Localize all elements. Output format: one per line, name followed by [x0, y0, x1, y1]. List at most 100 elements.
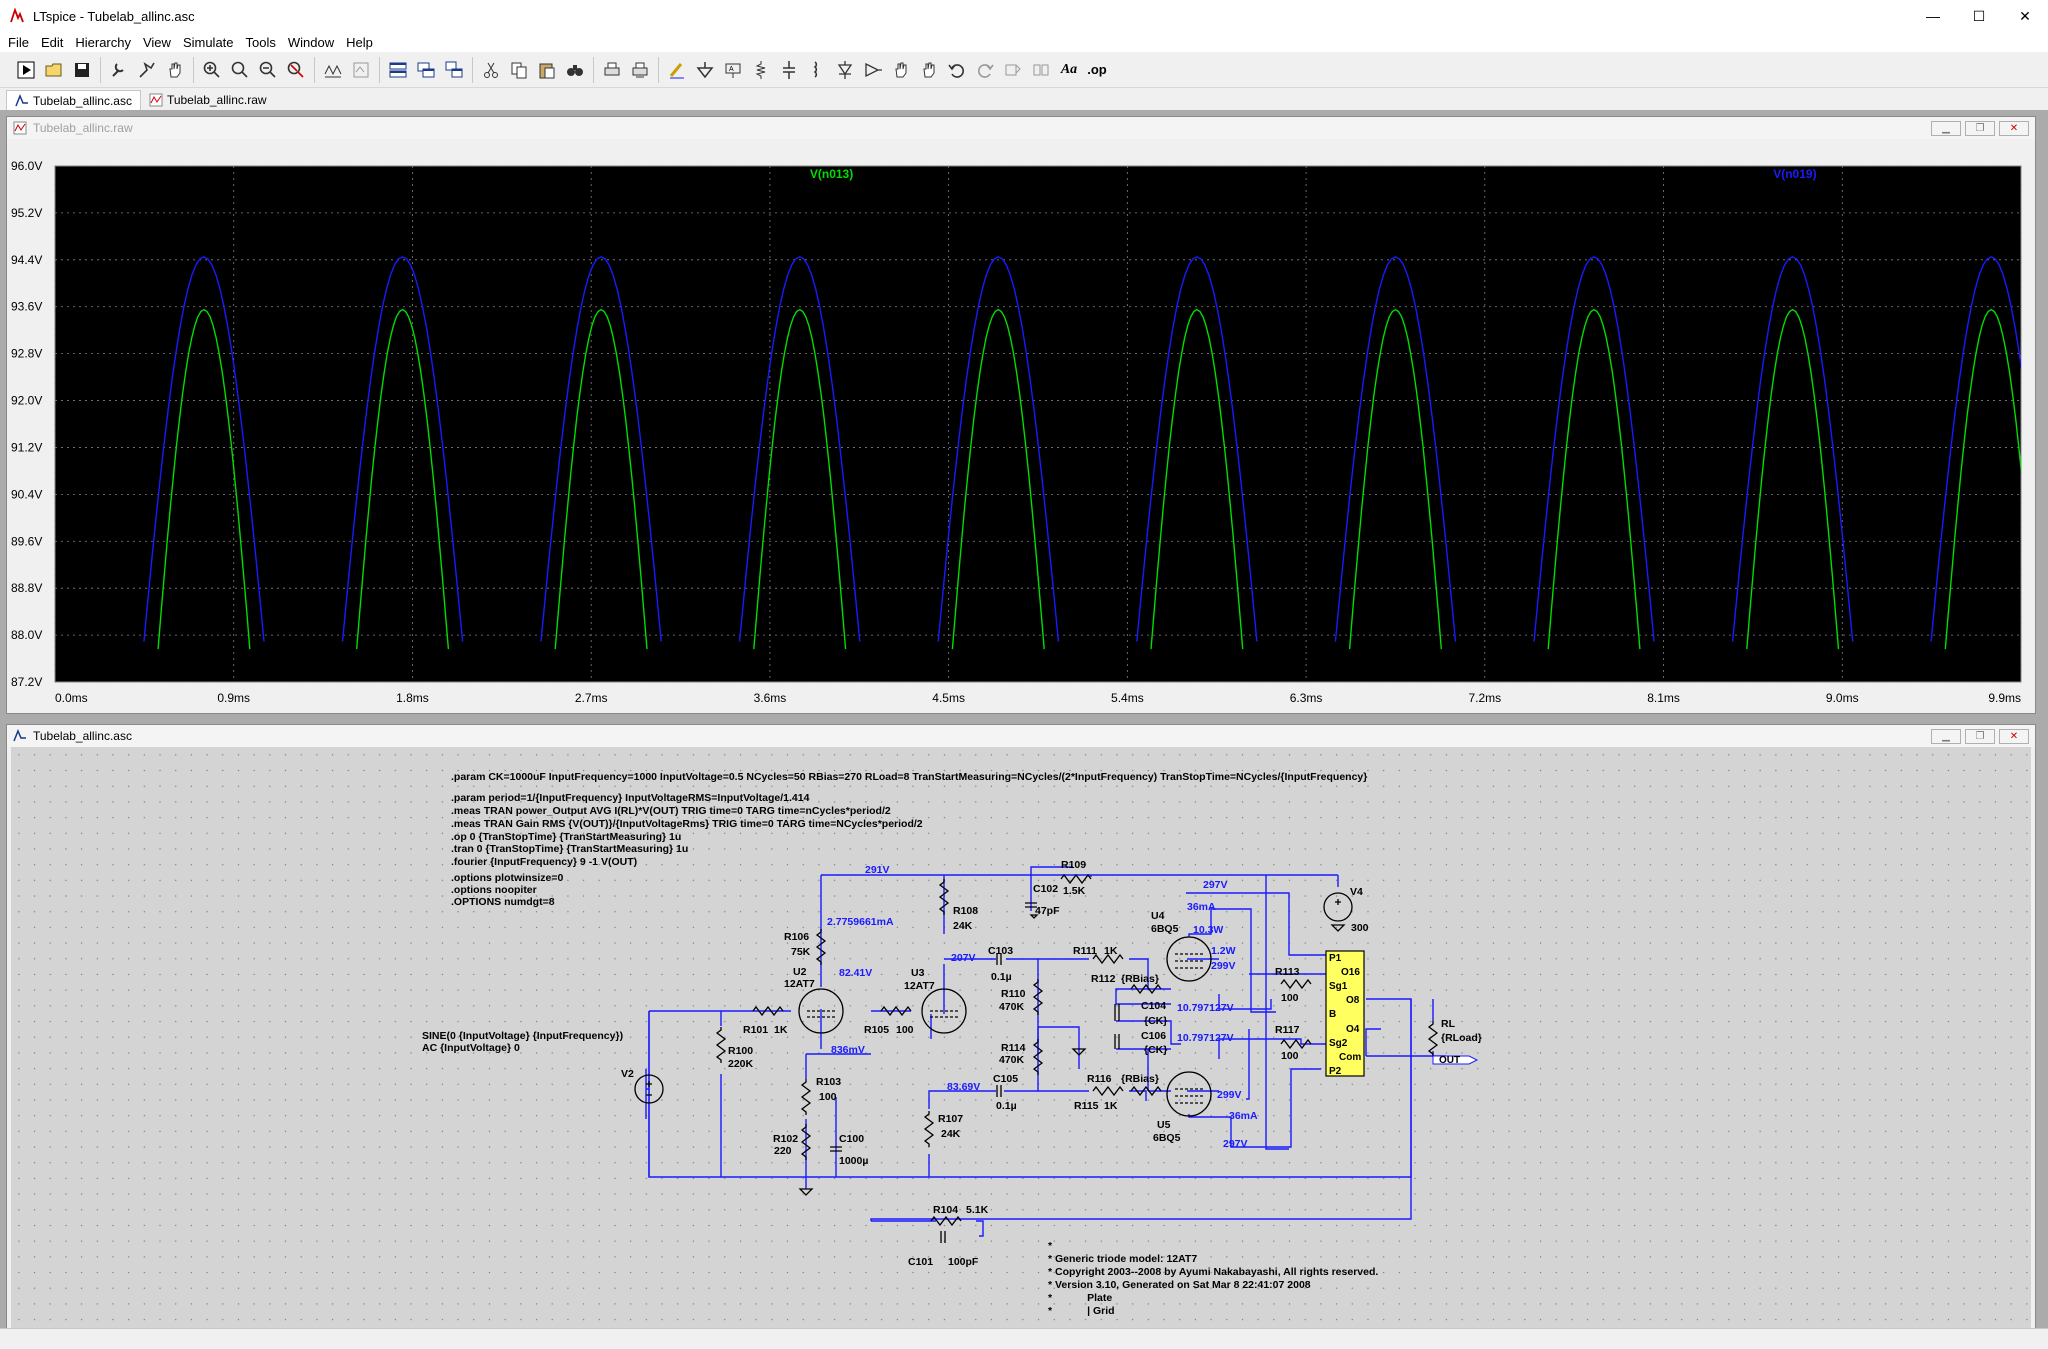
menu-tools[interactable]: Tools — [245, 34, 276, 50]
save-icon[interactable] — [68, 56, 96, 84]
capacitor-icon[interactable] — [775, 56, 803, 84]
directive-param-1[interactable]: .param CK=1000uF InputFrequency=1000 Inp… — [451, 771, 1367, 783]
toolbar-separator — [100, 56, 101, 83]
directive-options-3[interactable]: .OPTIONS numdgt=8 — [451, 896, 555, 908]
comment-line-6: * | Grid — [1048, 1305, 1115, 1317]
undo-icon[interactable] — [943, 56, 971, 84]
spice-directive-icon[interactable]: .op — [1083, 56, 1111, 84]
directive-tran[interactable]: .tran 0 {TranStopTime} {TranStartMeasuri… — [451, 843, 688, 855]
child-restore-button[interactable]: ❐ — [1965, 729, 1995, 744]
directive-meas-power[interactable]: .meas TRAN power_Output AVG I(RL)*V(OUT)… — [451, 805, 891, 817]
component-icon[interactable] — [859, 56, 887, 84]
cascade-icon[interactable] — [440, 56, 468, 84]
waveform-plot[interactable]: 96.0V95.2V94.4V93.6V92.8V92.0V91.2V90.4V… — [7, 139, 2035, 713]
child-close-button[interactable]: ✕ — [1999, 729, 2029, 744]
tile-vertical-icon[interactable] — [412, 56, 440, 84]
diode-icon[interactable] — [831, 56, 859, 84]
resistor-R100 — [715, 1027, 727, 1063]
value-C104: {CK} — [1144, 1015, 1167, 1027]
source-ac-text[interactable]: AC {InputVoltage} 0 — [422, 1042, 520, 1054]
directive-fourier[interactable]: .fourier {InputFrequency} 9 -1 V(OUT) — [451, 856, 637, 868]
menu-window[interactable]: Window — [287, 34, 335, 50]
directive-options-2[interactable]: .options noopiter — [451, 884, 537, 896]
text-icon[interactable]: Aa — [1055, 56, 1083, 84]
close-button[interactable]: ✕ — [2019, 7, 2031, 24]
node-36mA-bottom: 36mA — [1229, 1110, 1258, 1122]
pan-hand-icon[interactable] — [161, 56, 189, 84]
toolbar: A Aa .op — [0, 52, 2048, 88]
model-comment[interactable]: * * Generic triode model: 12AT7 * Copyri… — [1048, 1240, 1378, 1317]
output-transformer[interactable] — [1325, 950, 1365, 1077]
trace-label-vn019[interactable]: V(n019) — [1773, 167, 1816, 181]
trace-visibility-icon[interactable] — [347, 56, 375, 84]
plot-background[interactable] — [54, 165, 2022, 683]
open-icon[interactable] — [40, 56, 68, 84]
resistor-icon[interactable] — [747, 56, 775, 84]
comment-line-2: * Generic triode model: 12AT7 — [1048, 1253, 1197, 1265]
component-labels: R109 1.5K C102 47pF R108 24K R106 75K U2… — [621, 859, 1482, 1268]
menu-help[interactable]: Help — [346, 34, 373, 50]
print-setup-icon[interactable] — [626, 56, 654, 84]
trace-vn013[interactable] — [157, 308, 2035, 650]
print-icon[interactable] — [598, 56, 626, 84]
redo-icon[interactable] — [971, 56, 999, 84]
find-icon[interactable] — [561, 56, 589, 84]
net-label-icon[interactable]: A — [719, 56, 747, 84]
directive-options-1[interactable]: .options plotwinsize=0 — [451, 872, 563, 884]
drag-icon[interactable] — [915, 56, 943, 84]
zoom-area-icon[interactable] — [226, 56, 254, 84]
zoom-out-icon[interactable] — [254, 56, 282, 84]
x-tick-label: 7.2ms — [1468, 691, 1501, 705]
minimize-button[interactable]: — — [1926, 8, 1940, 24]
paste-icon[interactable] — [533, 56, 561, 84]
menu-file[interactable]: File — [8, 34, 29, 50]
value-R110: 470K — [999, 1001, 1025, 1013]
ground-icon[interactable] — [691, 56, 719, 84]
child-minimize-button[interactable]: ▁ — [1931, 121, 1961, 136]
out-net-flag[interactable] — [1432, 1055, 1479, 1065]
value-R111: 1K — [1104, 945, 1118, 957]
child-restore-button[interactable]: ❐ — [1965, 121, 1995, 136]
autorange-icon[interactable] — [319, 56, 347, 84]
move-icon[interactable] — [887, 56, 915, 84]
copy-icon[interactable] — [505, 56, 533, 84]
menu-simulate[interactable]: Simulate — [182, 34, 234, 50]
menu-view[interactable]: View — [142, 34, 171, 50]
inductor-icon[interactable] — [803, 56, 831, 84]
resistor-R114 — [1032, 1039, 1044, 1075]
tab-schematic[interactable]: Tubelab_allinc.asc — [6, 90, 141, 110]
mirror-icon[interactable] — [1027, 56, 1055, 84]
zoom-in-icon[interactable] — [198, 56, 226, 84]
maximize-button[interactable]: ☐ — [1972, 7, 1986, 24]
schematic-canvas[interactable]: P1 O16 Sg1 O8 B O4 Sg2 Com P2 OUT .param… — [11, 747, 2031, 1331]
probe-icon[interactable] — [133, 56, 161, 84]
directive-param-2[interactable]: .param period=1/{InputFrequency} InputVo… — [451, 792, 810, 804]
directive-meas-gain[interactable]: .meas TRAN Gain RMS {V(OUT)}/{InputVolta… — [451, 818, 923, 830]
directive-op[interactable]: .op 0 {TranStopTime} {TranStartMeasuring… — [451, 831, 681, 843]
trace-label-vn013[interactable]: V(n013) — [810, 167, 853, 181]
x-tick-label: 0.0ms — [55, 691, 88, 705]
source-sine-text[interactable]: SINE(0 {InputVoltage} {InputFrequency}) — [422, 1030, 623, 1042]
tab-waveform[interactable]: Tubelab_allinc.raw — [141, 90, 275, 110]
tube-U2 — [798, 988, 844, 1034]
cut-icon[interactable] — [477, 56, 505, 84]
rotate-icon[interactable] — [999, 56, 1027, 84]
value-U3: 12AT7 — [904, 980, 935, 992]
child-minimize-button[interactable]: ▁ — [1931, 729, 1961, 744]
child-close-button[interactable]: ✕ — [1999, 121, 2029, 136]
schematic-window-titlebar[interactable]: Tubelab_allinc.asc ▁ ❐ ✕ — [7, 725, 2035, 747]
run-icon[interactable] — [12, 56, 40, 84]
toolbar-separator — [379, 56, 380, 83]
tile-horizontal-icon[interactable] — [384, 56, 412, 84]
zoom-fit-icon[interactable] — [282, 56, 310, 84]
menu-hierarchy[interactable]: Hierarchy — [75, 34, 131, 50]
label-R101: R101 — [743, 1024, 768, 1036]
wire-icon[interactable] — [663, 56, 691, 84]
resistor-R117 — [1280, 1038, 1312, 1050]
schematic-drawing[interactable]: P1 O16 Sg1 O8 B O4 Sg2 Com P2 OUT .param… — [11, 747, 2031, 1331]
trace-vn019[interactable] — [143, 256, 2035, 642]
menu-edit[interactable]: Edit — [40, 34, 64, 50]
control-panel-icon[interactable] — [105, 56, 133, 84]
waveform-window-titlebar[interactable]: Tubelab_allinc.raw ▁ ❐ ✕ — [7, 117, 2035, 139]
